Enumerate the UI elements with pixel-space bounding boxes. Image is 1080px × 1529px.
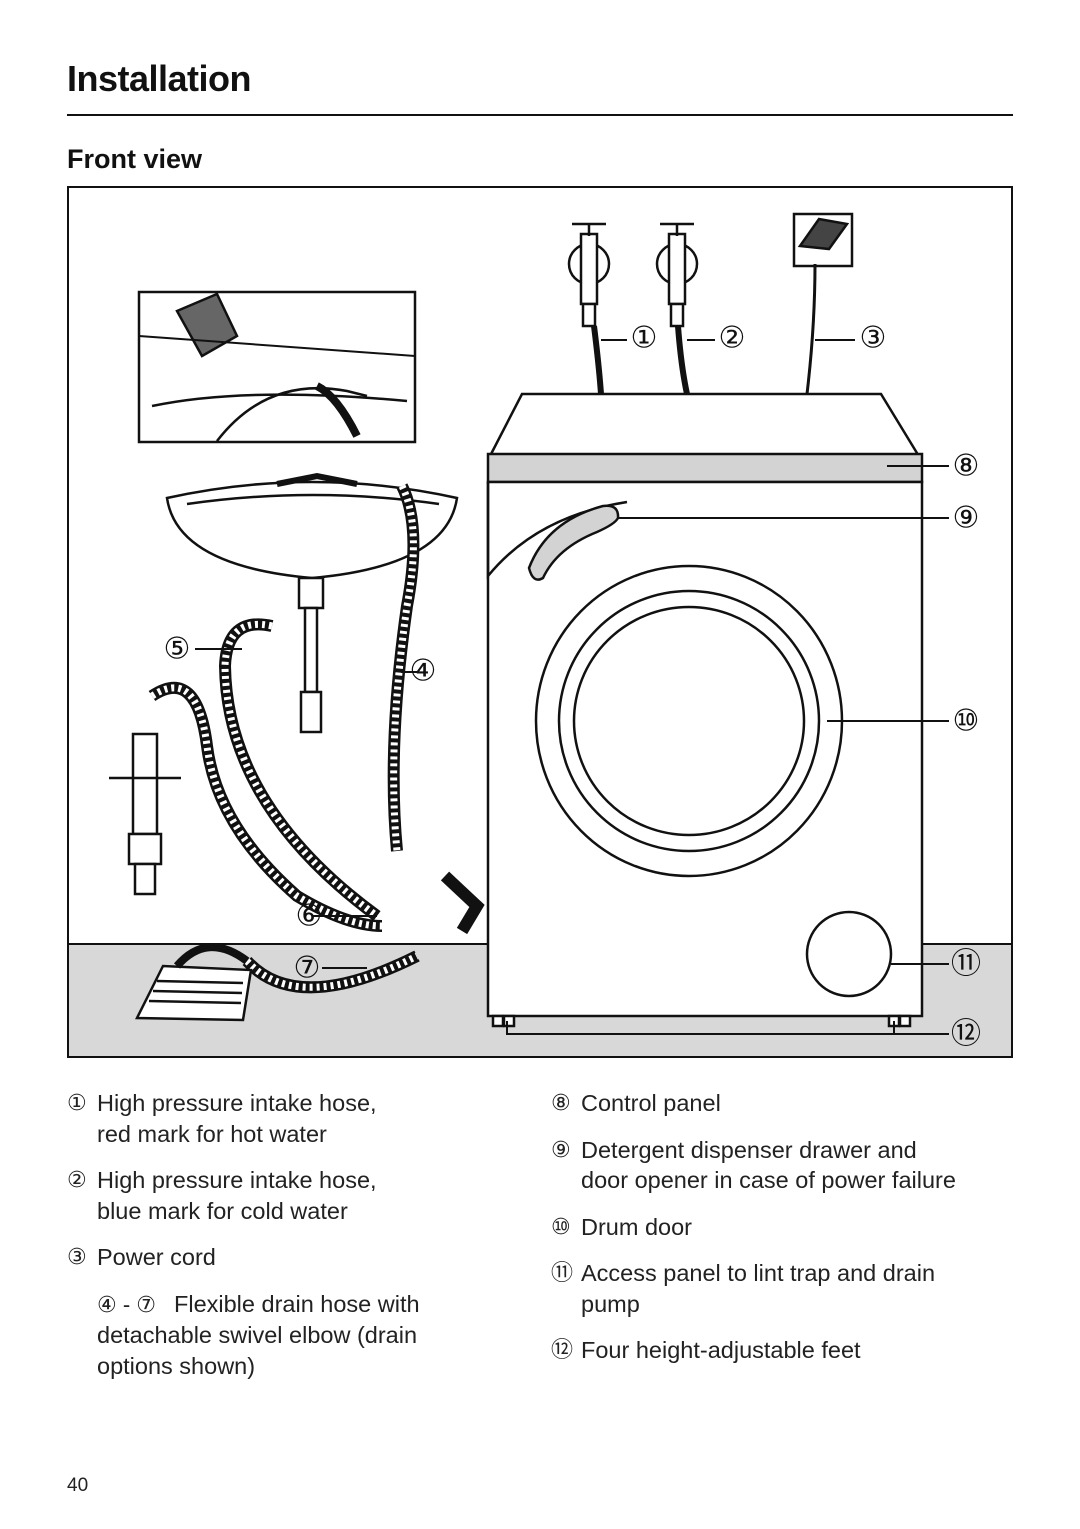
title-rule (67, 114, 1013, 116)
legend-marker-10: ⑩ (551, 1213, 571, 1239)
legend-text-line: Drum door (581, 1213, 693, 1240)
callout-2: ② (719, 321, 746, 356)
legend-text-line: door opener in case of power failure (581, 1167, 956, 1193)
legend-text-line: Access panel to lint trap and drain (581, 1260, 936, 1286)
section-title: Front view (67, 144, 203, 174)
standpipe (109, 732, 181, 896)
callout-6: ⑥ (296, 899, 323, 934)
legend-item-12: ⑫ Four height-adjustable feet (551, 1335, 1021, 1366)
callout-9: ⑨ (953, 501, 980, 536)
page-title: Installation (67, 58, 252, 99)
callout-11: ⑪ (951, 947, 981, 982)
legend-text-line: blue mark for cold water (97, 1197, 348, 1224)
legend-text-line: options shown) (97, 1352, 256, 1379)
legend-marker-2: ② (67, 1167, 87, 1192)
legend-marker-12: ⑫ (551, 1337, 574, 1362)
legend-item-11: ⑪ Access panel to lint trap and drain pu… (551, 1258, 1021, 1319)
legend-text-line: Flexible drain hose with (174, 1290, 420, 1317)
power-socket (792, 212, 854, 268)
legend-text-line: pump (581, 1290, 640, 1317)
page-number: 40 (67, 1475, 89, 1496)
callout-1: ① (631, 321, 658, 356)
legend-item-8: ⑧ Control panel (551, 1088, 1021, 1119)
legend-item-9: ⑨ Detergent dispenser drawer and door op… (551, 1135, 1021, 1196)
callout-5: ⑤ (164, 632, 191, 667)
callout-12: ⑫ (951, 1017, 981, 1052)
callout-3: ③ (860, 321, 887, 356)
callout-4: ④ (410, 654, 437, 689)
legend-text-line: High pressure intake hose, (97, 1167, 377, 1193)
intake-hoses (591, 263, 817, 395)
callout-8: ⑧ (953, 449, 980, 484)
legend-item-1: ① High pressure intake hose, red mark fo… (67, 1088, 467, 1149)
legend-marker-1: ① (67, 1090, 87, 1115)
legend-item-3: ③ Power cord (67, 1242, 467, 1273)
legend-item-2: ② High pressure intake hose, blue mark f… (67, 1165, 467, 1226)
legend-right: ⑧ Control panel ⑨ Detergent dispenser dr… (551, 1088, 1021, 1382)
legend-text-line: Four height-adjustable feet (581, 1337, 861, 1363)
floor-drain (134, 943, 253, 1022)
inset-closeup (137, 290, 417, 444)
callout-7: ⑦ (294, 951, 321, 986)
front-view-illustration: ① ② ③ ④ ⑤ ⑥ ⑦ ⑧ ⑨ ⑩ ⑪ ⑫ (67, 186, 1013, 1058)
legend-marker-9: ⑨ (551, 1136, 571, 1162)
leader-lines (195, 339, 949, 1035)
drain-hoses (148, 483, 485, 994)
legend-text-line: High pressure intake hose, (97, 1090, 377, 1116)
legend-text-line: red mark for hot water (97, 1120, 327, 1147)
legend-marker-11: ⑪ (551, 1260, 574, 1285)
legend-left: ① High pressure intake hose, red mark fo… (67, 1088, 467, 1397)
front-view-svg: ① ② ③ ④ ⑤ ⑥ ⑦ ⑧ ⑨ ⑩ ⑪ ⑫ (67, 186, 1013, 1058)
legend-marker-3: ③ (67, 1244, 87, 1269)
water-taps (567, 222, 699, 328)
callout-labels: ① ② ③ ④ ⑤ ⑥ ⑦ ⑧ ⑨ ⑩ ⑪ ⑫ (164, 321, 981, 1052)
legend-text-line: detachable swivel elbow (drain (97, 1322, 418, 1348)
legend-text-line: Power cord (97, 1244, 216, 1270)
callout-10: ⑩ (953, 704, 980, 739)
washing-machine (486, 392, 924, 1028)
legend-text-line: Detergent dispenser drawer and (581, 1136, 917, 1163)
legend-item-10: ⑩ Drum door (551, 1212, 1021, 1243)
legend-item-4-7: ④ - ⑦ Flexible drain hose with detachable… (67, 1289, 467, 1382)
legend-marker-4-7: ④ - ⑦ (97, 1291, 156, 1317)
legend-marker-8: ⑧ (551, 1090, 571, 1115)
legend-text-line: Control panel (581, 1090, 721, 1116)
